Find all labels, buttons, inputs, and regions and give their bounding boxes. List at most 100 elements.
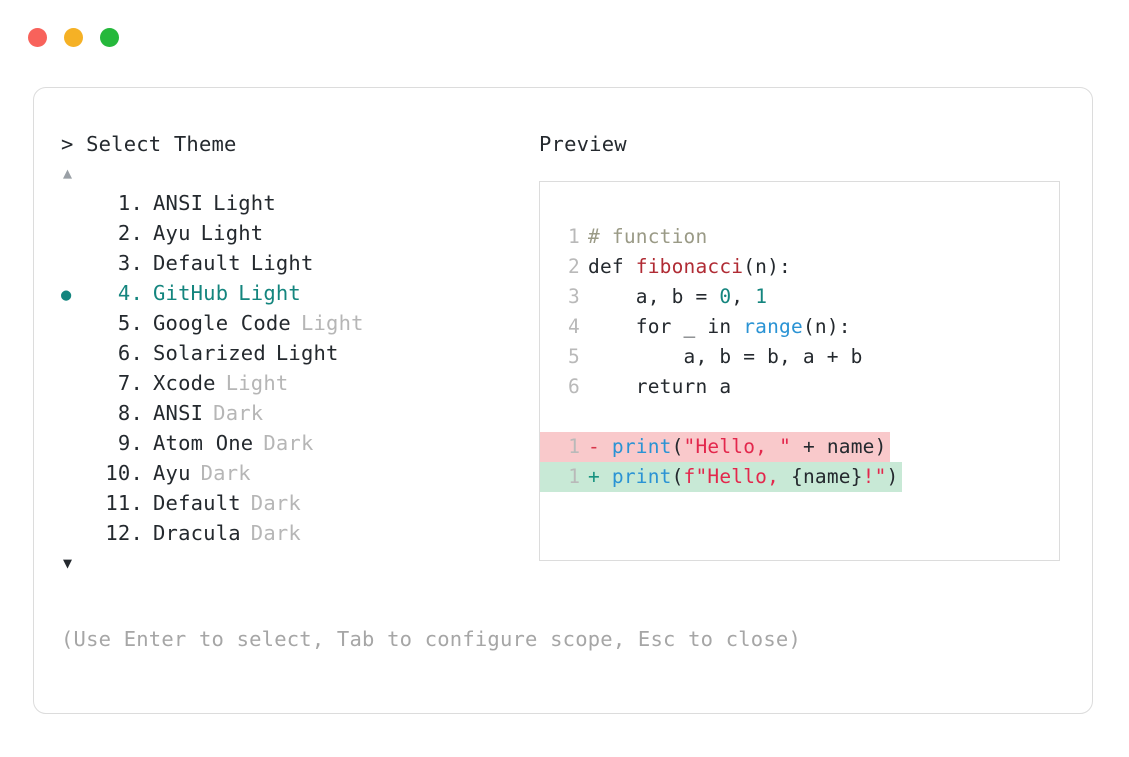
- theme-item-variant: Light: [200, 221, 264, 245]
- theme-item-name: Dracula: [153, 521, 241, 545]
- code-token-func-def: fibonacci: [635, 255, 744, 278]
- line-number: 4: [568, 315, 580, 338]
- code-token-string: !": [862, 465, 887, 488]
- maximize-window-button[interactable]: [100, 28, 119, 47]
- code-line-text: # function: [588, 222, 707, 252]
- theme-item-index: 8.: [105, 401, 143, 425]
- code-token-plain: for _ in: [588, 315, 744, 338]
- theme-item-variant: Light: [275, 341, 339, 365]
- theme-item-variant: Light: [300, 311, 364, 335]
- line-number: 3: [568, 285, 580, 308]
- preview-title: Preview: [539, 132, 627, 156]
- code-token-plain: a, b =: [588, 285, 720, 308]
- diff-line-text: - print("Hello, " + name): [588, 432, 890, 462]
- line-number: 5: [568, 345, 580, 368]
- line-number: 1: [568, 225, 580, 248]
- theme-item-variant: Dark: [200, 461, 251, 485]
- theme-item-name: Ayu: [153, 221, 191, 245]
- bullet-placeholder: [61, 310, 91, 340]
- minimize-window-button[interactable]: [64, 28, 83, 47]
- bullet-placeholder: [61, 430, 91, 460]
- code-token-comment: # function: [588, 225, 708, 248]
- diff-line-text: + print(f"Hello, {name}!"): [588, 462, 902, 492]
- diff-block: 1- print("Hello, " + name)1+ print(f"Hel…: [540, 432, 1059, 492]
- code-line-text: return a: [588, 372, 731, 402]
- code-line: 1 # function: [540, 222, 1059, 252]
- code-token-keyword: def: [588, 255, 636, 278]
- code-block: 1 # function 2 def fibonacci (n): 3 a, b = 0,…: [540, 222, 1059, 402]
- preview-code-box: 1 # function 2 def fibonacci (n): 3 a, b = 0,…: [539, 181, 1060, 561]
- theme-item-variant: Dark: [263, 431, 314, 455]
- line-number: 6: [568, 375, 580, 398]
- code-token-plain: (: [671, 435, 684, 458]
- code-token-minus: -: [588, 435, 612, 458]
- code-line-text: a, b = b, a + b: [588, 342, 863, 372]
- code-token-plain: + name): [791, 435, 887, 458]
- theme-item-index: 7.: [105, 371, 143, 395]
- bullet-placeholder: [61, 340, 91, 370]
- bullet-placeholder: [61, 190, 91, 220]
- theme-item-variant: Light: [225, 371, 289, 395]
- theme-item-index: 3.: [105, 251, 143, 275]
- theme-item-variant: Dark: [250, 491, 301, 515]
- code-token-plain: return a: [588, 375, 732, 398]
- code-token-plus: +: [588, 465, 612, 488]
- theme-item-name: Atom One: [153, 431, 254, 455]
- code-token-plain: ): [886, 465, 899, 488]
- line-number: 2: [568, 255, 580, 278]
- theme-list-item[interactable]: 9. Atom One Dark: [61, 428, 531, 458]
- diff-line-number: 1: [540, 462, 588, 492]
- code-token-plain: ,: [731, 285, 756, 308]
- code-line-text: a, b = 0, 1: [588, 282, 767, 312]
- theme-item-index: 6.: [105, 341, 143, 365]
- theme-item-name: ANSI: [153, 191, 204, 215]
- code-line-text: for _ in range(n):: [588, 312, 851, 342]
- theme-item-index: 9.: [105, 431, 143, 455]
- theme-item-name: GitHub: [153, 281, 229, 305]
- code-token-builtin: print: [611, 435, 672, 458]
- code-line: 6 return a: [540, 372, 1059, 402]
- code-token-string: "Hello, ": [683, 435, 792, 458]
- diff-line-removed: 1- print("Hello, " + name): [540, 432, 1059, 462]
- code-line: 4 for _ in range(n):: [540, 312, 1059, 342]
- bullet-placeholder: [61, 220, 91, 250]
- bullet-placeholder: [61, 250, 91, 280]
- code-token-plain: a, b = b, a + b: [588, 345, 863, 368]
- bullet-placeholder: [61, 370, 91, 400]
- theme-list-item[interactable]: 3. Default Light: [61, 248, 531, 278]
- theme-list-item[interactable]: 8. ANSI Dark: [61, 398, 531, 428]
- code-token-number: 1: [755, 285, 768, 308]
- code-token-builtin: print: [611, 465, 672, 488]
- scroll-up-icon[interactable]: ▲: [63, 164, 73, 182]
- scroll-down-icon[interactable]: ▼: [63, 554, 73, 572]
- theme-item-name: Xcode: [153, 371, 216, 395]
- code-spacer: [540, 402, 1059, 432]
- code-token-plain: (: [671, 465, 684, 488]
- theme-list-item[interactable]: 7. Xcode Light: [61, 368, 531, 398]
- theme-item-variant: Light: [250, 251, 314, 275]
- theme-item-name: Google Code: [153, 311, 291, 335]
- code-token-plain: (n):: [802, 315, 851, 338]
- theme-item-variant: Dark: [250, 521, 301, 545]
- theme-item-name: ANSI: [153, 401, 204, 425]
- close-window-button[interactable]: [28, 28, 47, 47]
- theme-item-name: Default: [153, 491, 241, 515]
- theme-item-variant: Light: [213, 191, 276, 215]
- bullet-placeholder: [61, 400, 91, 430]
- code-line: 5 a, b = b, a + b: [540, 342, 1059, 372]
- theme-item-variant: Dark: [213, 401, 264, 425]
- bullet-placeholder: [61, 520, 91, 550]
- theme-item-name: Default: [153, 251, 241, 275]
- code-token-number: 0: [719, 285, 732, 308]
